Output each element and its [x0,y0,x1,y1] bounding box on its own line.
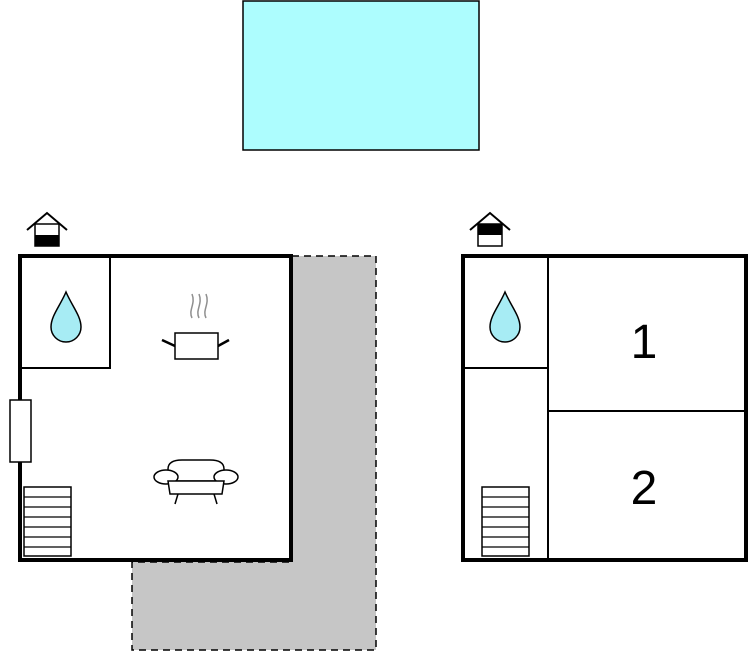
ground-floor [9,254,293,562]
stairs-icon [481,486,530,557]
house-ground-floor-icon [26,211,68,247]
cooking-pot-icon [161,293,230,360]
ground-bathroom-partition [20,256,111,369]
upper-floor: 1 2 [461,254,748,562]
water-drop-icon [50,290,82,343]
bedroom-1-label: 1 [631,316,658,369]
house-upper-floor-icon [469,211,511,247]
sofa-icon [153,459,239,505]
door-icon [9,399,32,463]
terrace [131,255,377,651]
water-drop-icon [489,290,521,343]
bedroom-2-label: 2 [631,462,658,515]
stairs-icon [23,486,72,557]
pool [242,0,480,151]
